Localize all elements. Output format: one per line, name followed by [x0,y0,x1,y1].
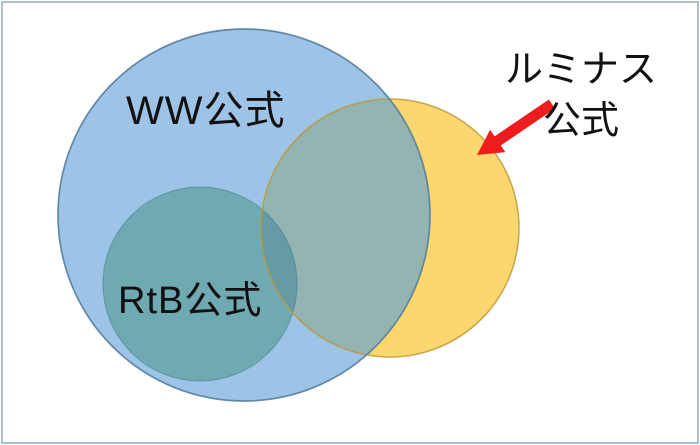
rtb-circle-outline [102,186,298,382]
rtb-circle [103,187,297,381]
arrow-icon [477,99,556,155]
ww-luminous-overlap-region [261,99,430,357]
luminous-set-label: ルミナス 公式 [498,45,664,147]
luminous-label-line2: 公式 [542,99,619,142]
rtb-set-label: RtB公式 [118,280,263,322]
ww-circle-outline [57,28,431,402]
luminous-label-line1: ルミナス [504,49,657,91]
ww-set-label: WW公式 [126,89,286,133]
